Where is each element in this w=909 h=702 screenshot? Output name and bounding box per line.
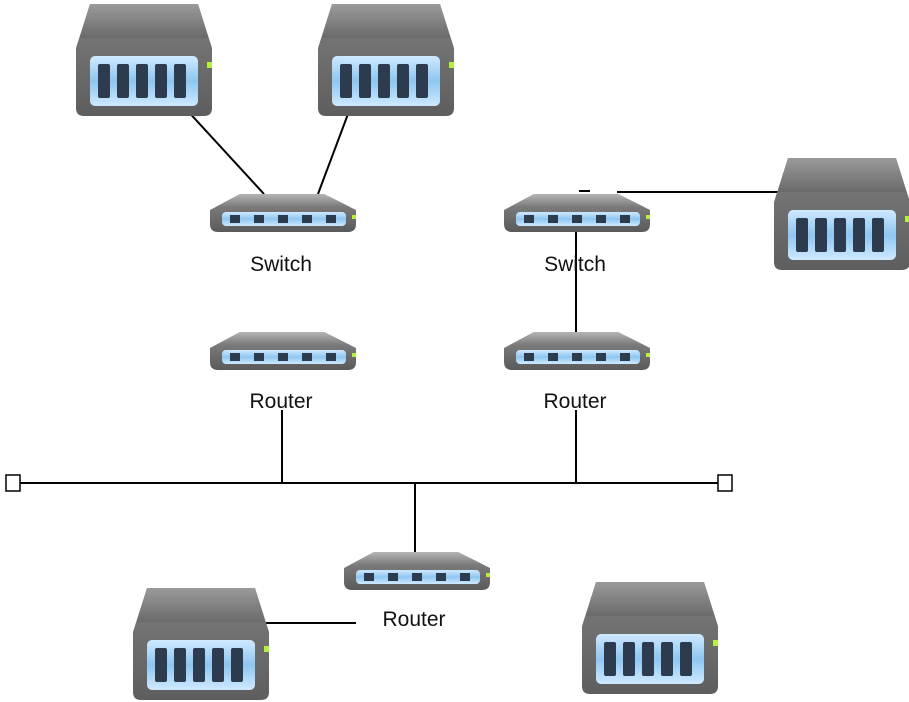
terminator-left-icon bbox=[5, 474, 21, 492]
router-bottom-icon[interactable] bbox=[344, 552, 490, 590]
switch-left-label: Switch bbox=[250, 253, 312, 276]
link-server2-switch bbox=[317, 113, 349, 195]
server-icon[interactable] bbox=[774, 158, 909, 270]
connections bbox=[20, 107, 780, 624]
router-right-icon[interactable] bbox=[504, 332, 650, 370]
server-icon[interactable] bbox=[133, 588, 269, 700]
server-icon[interactable] bbox=[582, 582, 718, 694]
router-right-label: Router bbox=[543, 390, 607, 413]
switch-left-icon[interactable] bbox=[210, 194, 356, 232]
router-bottom-label: Router bbox=[382, 608, 446, 631]
terminator-right-icon bbox=[717, 474, 733, 492]
server-icon[interactable] bbox=[76, 4, 212, 116]
router-left-icon[interactable] bbox=[210, 332, 356, 370]
router-left-label: Router bbox=[249, 390, 313, 413]
server-icon[interactable] bbox=[318, 4, 454, 116]
link-server1-switch bbox=[184, 107, 265, 195]
switch-right-label: Switch bbox=[544, 253, 606, 276]
switch-right-icon[interactable] bbox=[504, 194, 650, 232]
